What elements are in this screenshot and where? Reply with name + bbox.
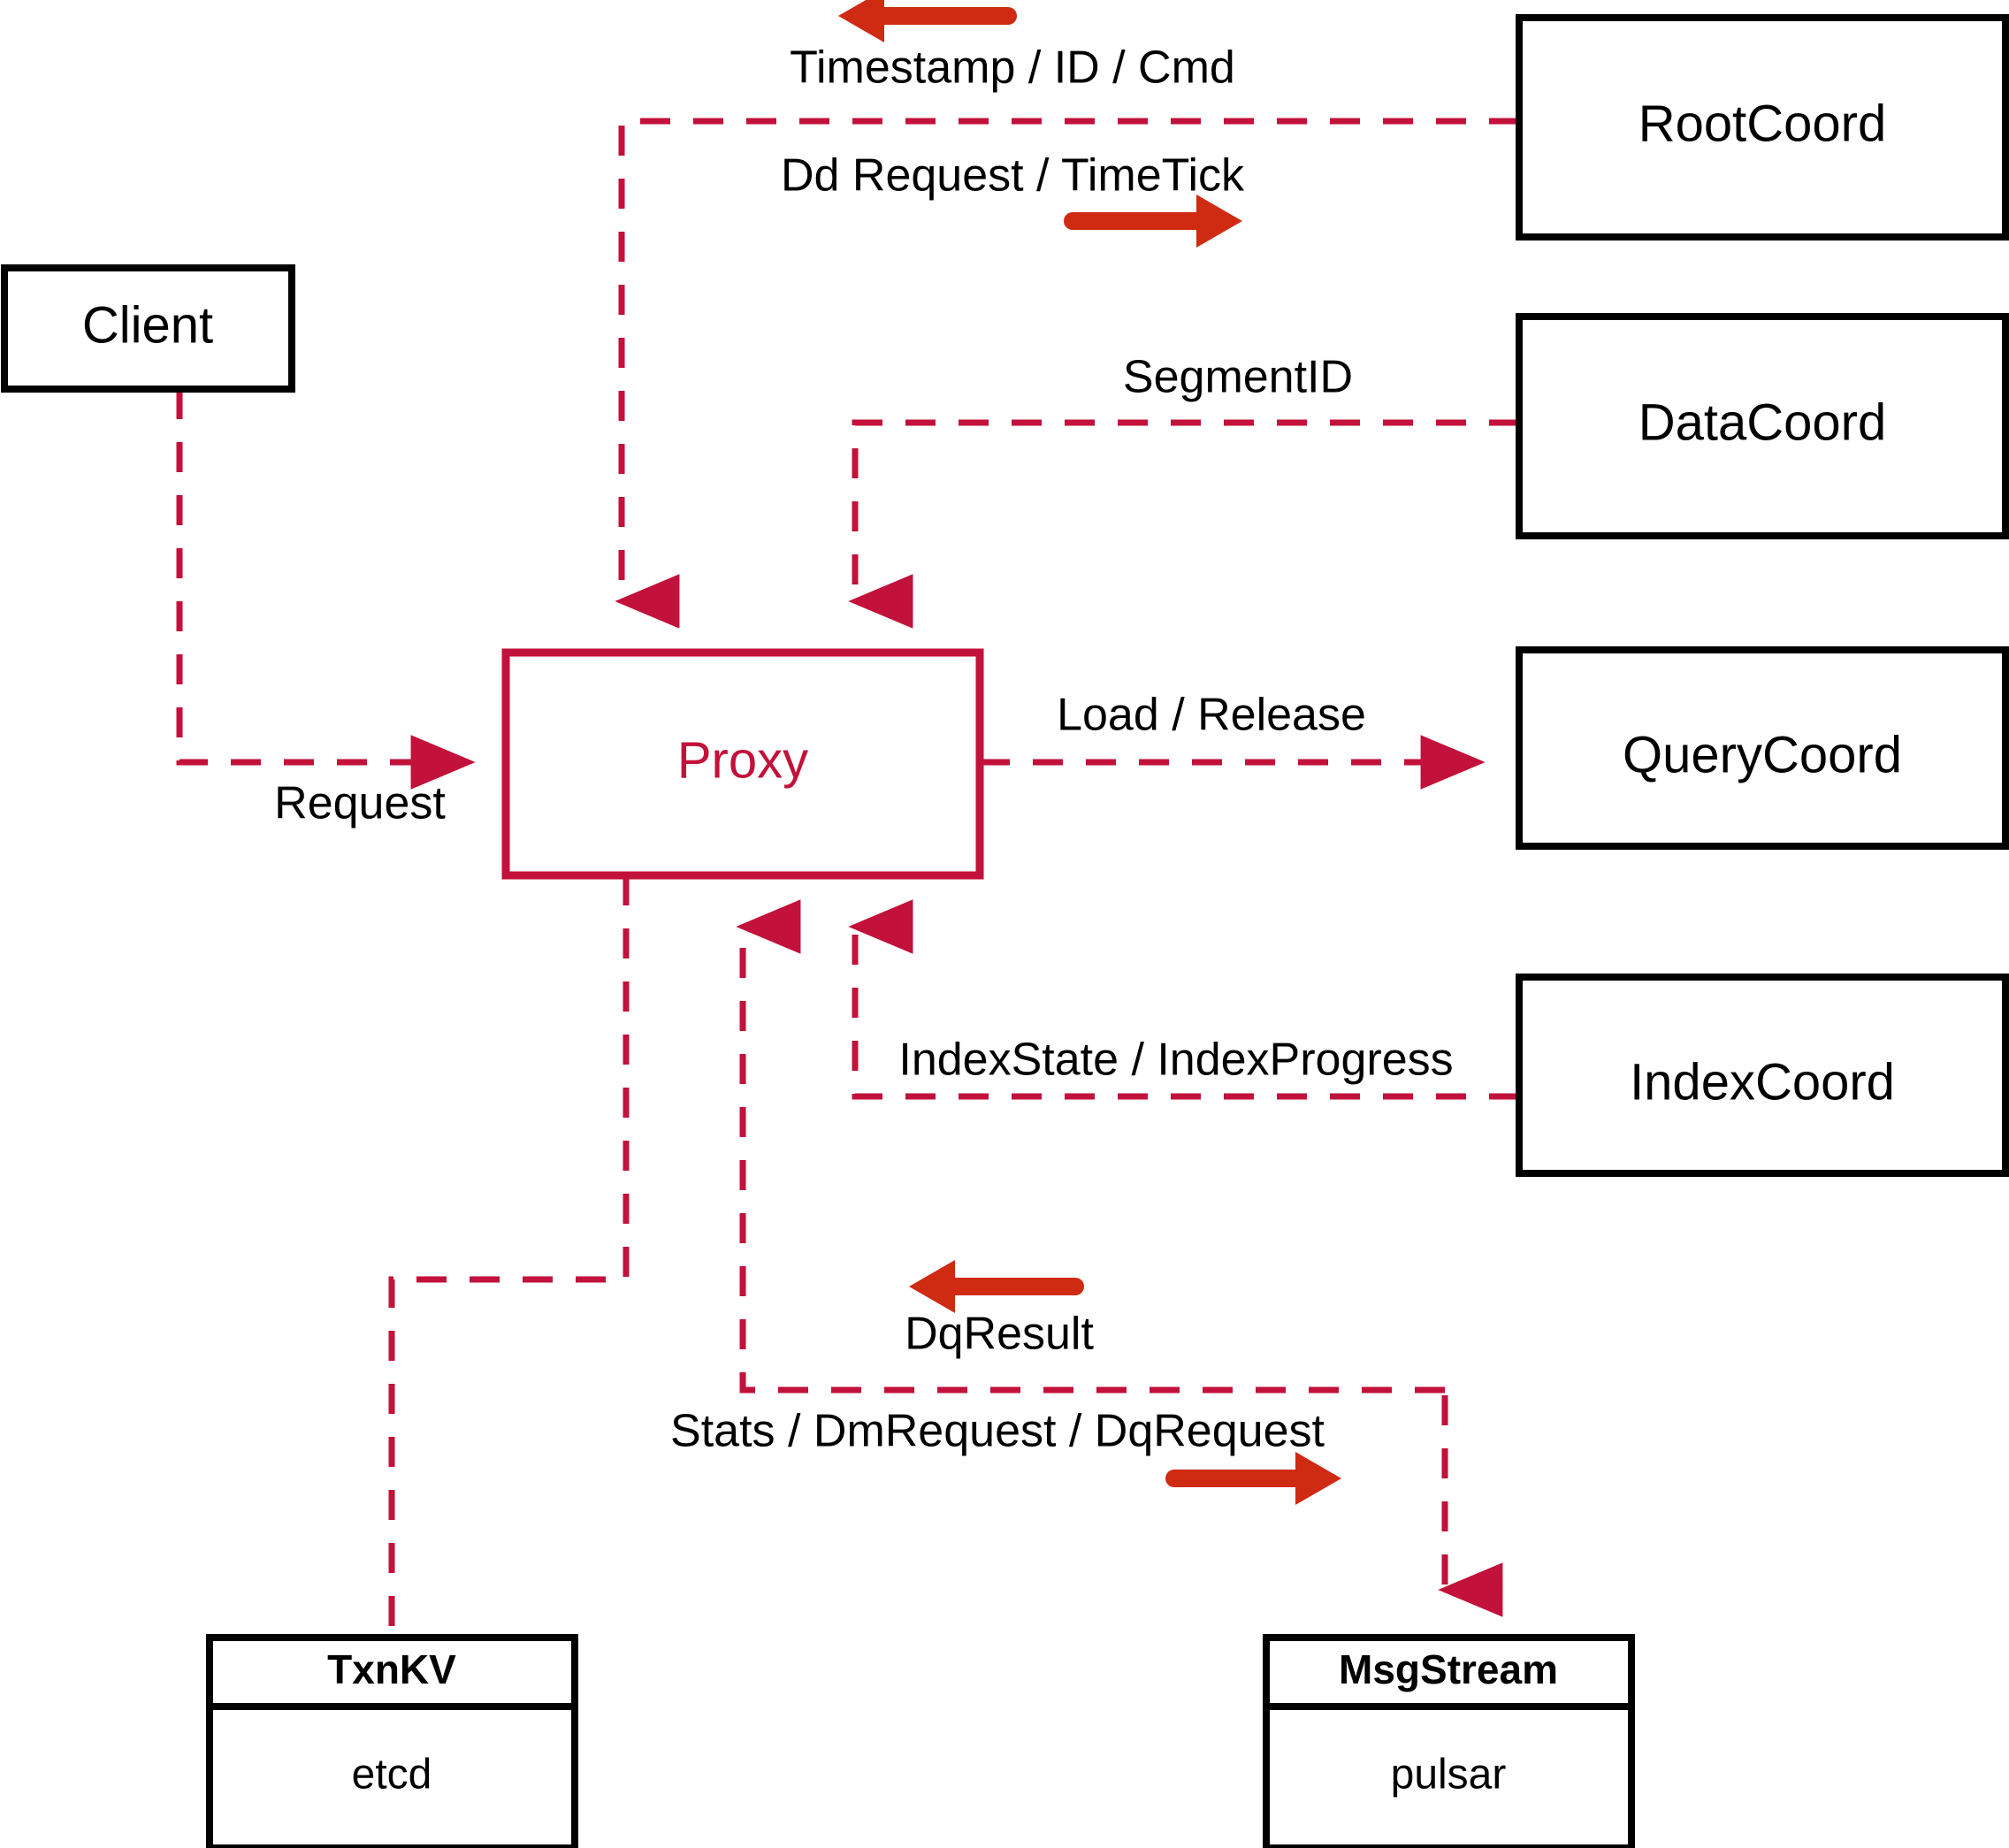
node-msgstream-body: pulsar <box>1391 1752 1507 1798</box>
node-indexcoord[interactable]: IndexCoord <box>1516 974 2009 1177</box>
edge-client-proxy <box>176 389 476 790</box>
node-rootcoord-label: RootCoord <box>1639 95 1886 152</box>
edge-label-segment-id: SegmentID <box>1123 352 1353 403</box>
edge-label-request: Request <box>274 778 446 829</box>
node-indexcoord-label: IndexCoord <box>1630 1053 1895 1111</box>
edge-label-timestamp-id-cmd: Timestamp / ID / Cmd <box>790 42 1235 94</box>
node-querycoord[interactable]: QueryCoord <box>1516 646 2009 850</box>
edge-datacoord-proxy <box>848 419 1519 629</box>
edge-msgstream-proxy <box>736 899 1445 1394</box>
node-rootcoord[interactable]: RootCoord <box>1516 14 2009 241</box>
edge-label-stats-dm-dq: Stats / DmRequest / DqRequest <box>670 1406 1325 1457</box>
edge-label-dq-result: DqResult <box>905 1309 1094 1360</box>
arrow-timestamp-left-icon <box>838 0 1017 42</box>
node-client[interactable]: Client <box>1 264 295 393</box>
node-txnkv-header: TxnKV <box>327 1646 456 1692</box>
node-client-label: Client <box>82 296 213 354</box>
node-msgstream-header: MsgStream <box>1339 1646 1558 1692</box>
arrow-dqresult-left-icon <box>909 1260 1084 1313</box>
node-proxy[interactable]: Proxy <box>501 648 984 880</box>
arrow-ddrequest-right-icon <box>1064 195 1242 248</box>
arrow-dqrequest-right-icon <box>1165 1452 1341 1505</box>
node-txnkv-body: etcd <box>352 1752 432 1798</box>
node-datacoord-label: DataCoord <box>1639 393 1886 451</box>
node-proxy-label: Proxy <box>677 731 808 789</box>
node-querycoord-label: QueryCoord <box>1623 726 1902 783</box>
edge-label-index-state: IndexState / IndexProgress <box>898 1035 1453 1086</box>
node-txnkv[interactable]: TxnKV etcd <box>206 1634 578 1848</box>
node-msgstream[interactable]: MsgStream pulsar <box>1263 1634 1635 1848</box>
edge-label-dd-request: Dd Request / TimeTick <box>781 150 1245 202</box>
edge-proxy-txnkv <box>388 875 630 1638</box>
edge-indexcoord-proxy <box>848 899 1519 1100</box>
edge-label-load-release: Load / Release <box>1057 690 1366 741</box>
node-datacoord[interactable]: DataCoord <box>1516 313 2009 539</box>
